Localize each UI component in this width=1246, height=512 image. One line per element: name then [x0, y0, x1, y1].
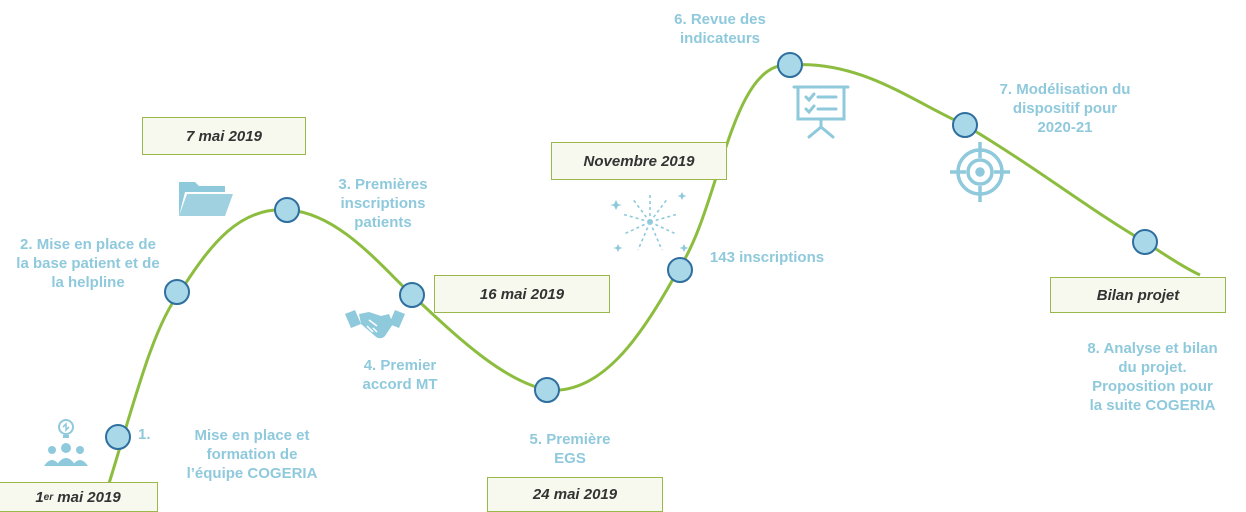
timeline-node-9: [1132, 229, 1158, 255]
date-1-post: mai 2019: [53, 488, 121, 506]
date-box-6: Bilan projet: [1050, 277, 1226, 313]
team-idea-icon: [44, 419, 88, 466]
date-1-ordinal: er: [43, 491, 54, 503]
date-box-3: 16 mai 2019: [434, 275, 610, 313]
timeline-node-3: [274, 197, 300, 223]
date-1-pre: 1: [35, 488, 44, 506]
presentation-board-icon: [792, 85, 850, 139]
folder-icon: [179, 182, 233, 216]
timeline-node-8: [952, 112, 978, 138]
timeline-node-1: [105, 424, 131, 450]
date-box-5: Novembre 2019: [551, 142, 727, 180]
fireworks-icon: [610, 192, 689, 252]
timeline-node-4: [399, 282, 425, 308]
step-1-number: 1.: [138, 426, 151, 443]
handshake-icon: [345, 310, 405, 339]
date-box-2: 7 mai 2019: [142, 117, 306, 155]
timeline-node-5: [534, 377, 560, 403]
inscriptions-label: 143 inscriptions: [709, 249, 825, 266]
timeline-node-6: [667, 257, 693, 283]
timeline-curve: [98, 63, 1201, 512]
date-box-4: 24 mai 2019: [487, 477, 663, 512]
target-icon: [950, 142, 1010, 202]
timeline-node-2: [164, 279, 190, 305]
timeline-node-7: [777, 52, 803, 78]
